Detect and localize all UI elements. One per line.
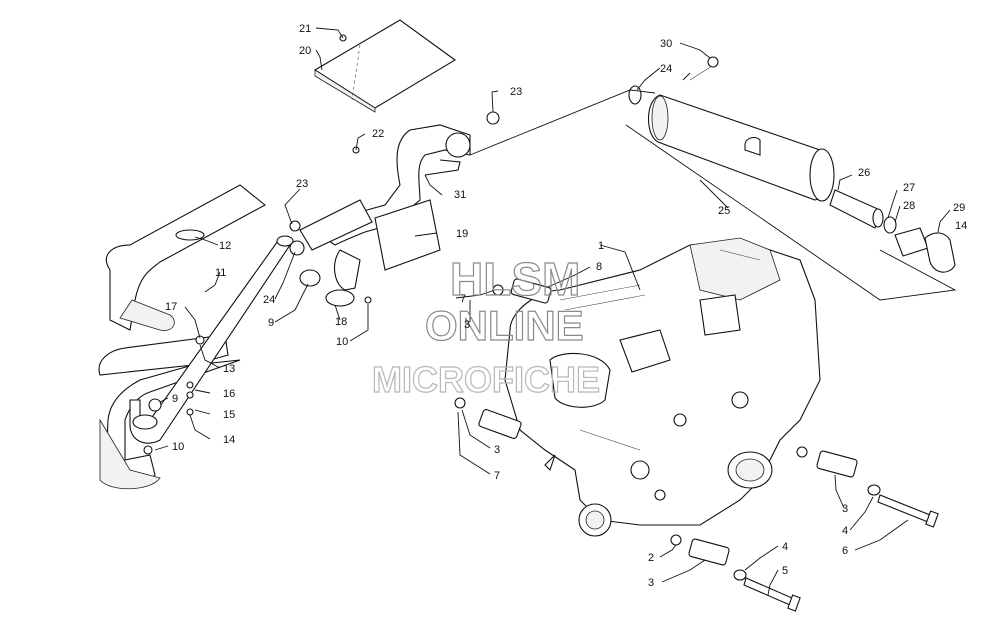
callout-26: 26 [858,167,870,179]
callout-18: 18 [335,316,347,328]
head-pipe-assembly [299,124,471,307]
watermark-line3: MICROFICHE [372,359,600,400]
callout-24-right: 24 [660,63,672,75]
callout-14-right: 14 [955,220,967,232]
callout-3-bottom: 3 [648,577,654,589]
callout-23-left: 23 [296,178,308,190]
watermark-line1: HLSM [450,253,580,305]
callout-5: 5 [782,565,788,577]
callout-15: 15 [223,409,235,421]
callout-9-upper: 9 [268,317,274,329]
callout-13: 13 [223,363,235,375]
callout-22: 22 [372,128,384,140]
watermark: HLSM ONLINE MICROFICHE [371,252,600,400]
callout-12: 12 [219,240,231,252]
callout-10-lower: 10 [172,441,184,453]
callout-4-bottom: 4 [782,541,788,553]
callout-2: 2 [648,552,654,564]
callout-3-upper: 3 [464,319,470,331]
callout-21: 21 [299,23,311,35]
callout-11: 11 [215,267,226,279]
callout-28: 28 [903,200,915,212]
callout-6: 6 [842,545,848,557]
engine-mount-right [796,446,939,528]
callout-14-left: 14 [223,434,235,446]
watermark-line2: ONLINE [425,302,584,349]
upper-heat-shield [313,19,456,113]
muffler [628,56,835,202]
callout-31: 31 [454,189,466,201]
engine-mount-upper [492,278,552,304]
callout-3-right: 3 [842,503,848,515]
callout-25: 25 [718,205,730,217]
callout-17: 17 [165,301,177,313]
engine-block [504,237,821,537]
exhaust-pipe-left [129,235,294,444]
engine-mount-bottom [670,534,801,612]
callout-labels: 21 20 23 22 23 31 19 12 11 24 9 18 10 17… [165,23,967,589]
callout-19: 19 [456,228,468,240]
small-hardware-left [143,111,500,455]
callout-4-right: 4 [842,525,848,537]
callout-7-lower: 7 [494,470,500,482]
callout-23-upper: 23 [510,86,522,98]
layout-guide-lines [469,89,957,301]
engine-mount-left [454,397,522,440]
callout-24-left: 24 [263,294,275,306]
callout-16: 16 [223,388,235,400]
leader-lines [154,27,951,596]
callout-3-left: 3 [494,444,500,456]
callout-8: 8 [596,261,602,273]
callout-7-upper: 7 [460,293,466,305]
callout-20: 20 [299,45,311,57]
callout-27: 27 [903,182,915,194]
callout-10-upper: 10 [336,336,348,348]
callout-29: 29 [953,202,965,214]
callout-1: 1 [598,240,604,252]
tailpipe-parts [829,189,956,273]
callout-9-lower: 9 [172,393,178,405]
callout-30: 30 [660,38,672,50]
